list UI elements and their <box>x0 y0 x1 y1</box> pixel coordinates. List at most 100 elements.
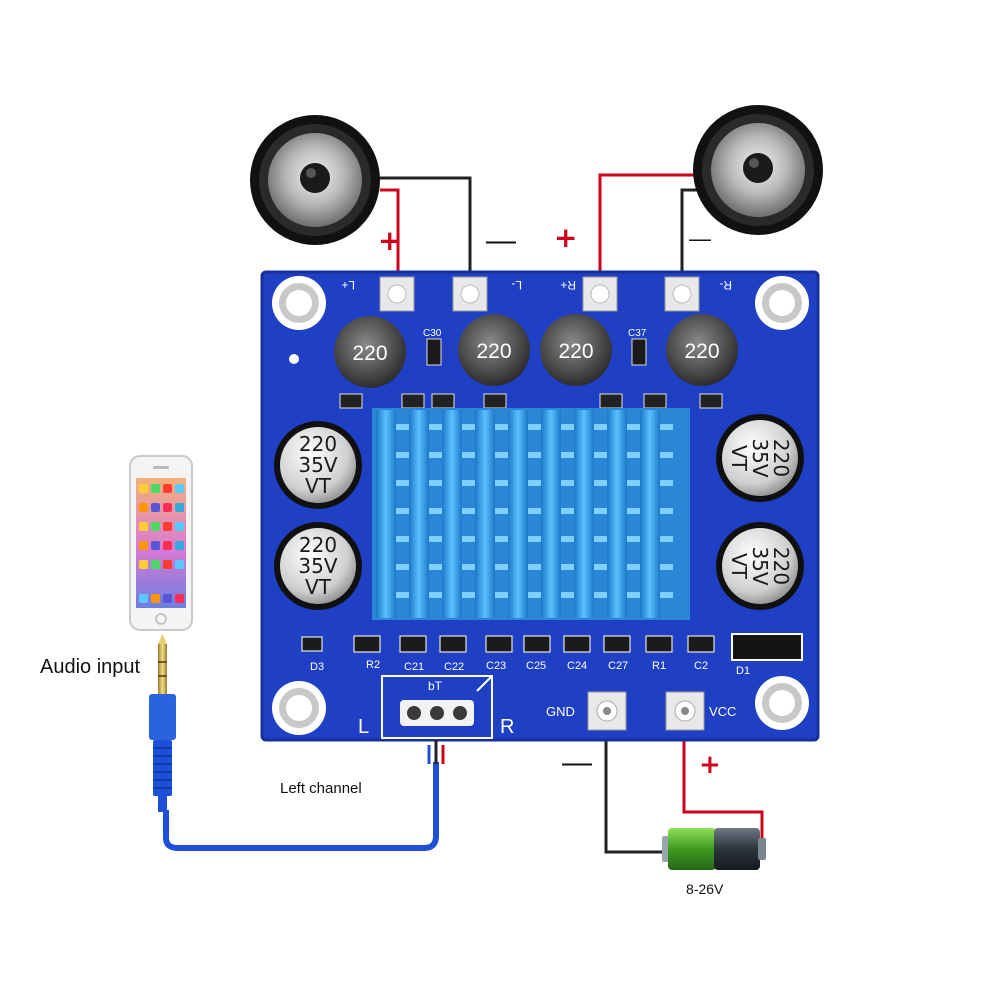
heatsink-pin <box>660 564 673 570</box>
svg-text:VT: VT <box>305 474 332 498</box>
app-icon <box>151 503 160 512</box>
heatsink-pin <box>462 564 475 570</box>
heatsink-pin <box>594 480 607 486</box>
svg-text:220: 220 <box>769 547 793 585</box>
heatsink-pin <box>561 536 574 542</box>
heatsink-pin <box>594 508 607 514</box>
heatsink-pin <box>396 424 409 430</box>
heatsink-pin <box>429 452 442 458</box>
channel-right-label: R <box>500 716 514 738</box>
app-icon <box>175 541 184 550</box>
heatsink-pin <box>396 508 409 514</box>
electrolytic-capacitor: 220 35V VT <box>274 421 362 509</box>
app-icon <box>163 503 172 512</box>
left-channel-label: Left channel <box>280 780 362 797</box>
svg-text:C24: C24 <box>567 660 587 672</box>
heatsink-pin <box>627 452 640 458</box>
heatsink-pin <box>429 592 442 598</box>
app-icon <box>175 522 184 531</box>
phone-icon <box>129 455 193 631</box>
app-icon <box>139 541 148 550</box>
heatsink-pin <box>462 592 475 598</box>
smd-row-top <box>339 393 723 409</box>
app-icon <box>163 560 172 569</box>
label-r-minus: R- <box>719 278 732 292</box>
heatsink-pin <box>462 508 475 514</box>
heatsink-pin <box>660 480 673 486</box>
app-icon <box>175 560 184 569</box>
battery-icon <box>662 828 766 870</box>
heatsink-pin <box>528 592 541 598</box>
heatsink-pin <box>528 564 541 570</box>
svg-text:R1: R1 <box>652 660 666 672</box>
dock-icon <box>151 594 160 603</box>
heatsink-fin <box>376 410 396 618</box>
heatsink-pin <box>462 480 475 486</box>
mounting-hole <box>272 276 326 330</box>
left-minus-mark: — <box>486 224 516 257</box>
heatsink-pin <box>462 424 475 430</box>
inductor: 220 <box>540 314 612 386</box>
terminal-gnd <box>587 691 627 731</box>
heatsink-pin <box>528 424 541 430</box>
app-icon <box>151 541 160 550</box>
vcc-label: VCC <box>709 704 736 719</box>
heatsink-pin <box>528 480 541 486</box>
svg-text:35V: 35V <box>748 438 772 477</box>
dock-icon <box>163 594 172 603</box>
app-icon <box>139 484 148 493</box>
heatsink-pin <box>396 452 409 458</box>
svg-text:220: 220 <box>684 340 719 363</box>
heatsink-pin <box>594 536 607 542</box>
audio-input-connector: bT <box>381 675 493 739</box>
svg-text:220: 220 <box>558 340 593 363</box>
app-icon <box>139 560 148 569</box>
heatsink-pin <box>594 452 607 458</box>
power-plus-mark: + <box>699 750 721 780</box>
heatsink-pin <box>561 508 574 514</box>
heatsink-pin <box>396 480 409 486</box>
heatsink-pin <box>396 536 409 542</box>
terminal-r-plus <box>582 276 618 312</box>
heatsink-pin <box>561 564 574 570</box>
heatsink-pin <box>495 424 508 430</box>
heatsink-fin <box>442 410 462 618</box>
svg-text:220: 220 <box>299 533 337 557</box>
heatsink-pin <box>429 508 442 514</box>
heatsink-pin <box>627 480 640 486</box>
heatsink-pin <box>660 508 673 514</box>
voltage-label: 8-26V <box>686 881 724 897</box>
svg-text:C21: C21 <box>404 661 424 673</box>
heatsink-pin <box>429 480 442 486</box>
right-plus-mark: + <box>554 221 577 254</box>
capacitor-c30: C30 <box>423 328 442 366</box>
label-l-plus: L+ <box>341 278 355 292</box>
heatsink-fin <box>541 410 561 618</box>
audio-jack-icon <box>149 634 176 812</box>
heatsink-pin <box>495 564 508 570</box>
svg-text:VT: VT <box>727 553 751 580</box>
heatsink-fin <box>475 410 495 618</box>
heatsink-pin <box>594 564 607 570</box>
svg-text:35V: 35V <box>748 546 772 585</box>
heatsink-pin <box>495 452 508 458</box>
inductor: 220 <box>334 316 406 388</box>
svg-text:D1: D1 <box>736 665 750 677</box>
audio-cable <box>163 740 445 851</box>
heatsink-pin <box>627 564 640 570</box>
amplifier-board: L+ L- R+ R- 220 220 220 220 C30 C37 <box>260 270 820 742</box>
mounting-hole <box>755 276 809 330</box>
svg-text:C37: C37 <box>628 328 647 339</box>
app-icon <box>151 522 160 531</box>
heatsink-fin <box>574 410 594 618</box>
heatsink-pin <box>396 592 409 598</box>
app-icon <box>139 522 148 531</box>
svg-text:35V: 35V <box>298 453 337 477</box>
heatsink-pin <box>627 592 640 598</box>
heatsink-pin <box>594 424 607 430</box>
heatsink-pin <box>660 536 673 542</box>
heatsink-pin <box>561 452 574 458</box>
svg-text:R2: R2 <box>366 659 380 671</box>
app-icon <box>175 503 184 512</box>
